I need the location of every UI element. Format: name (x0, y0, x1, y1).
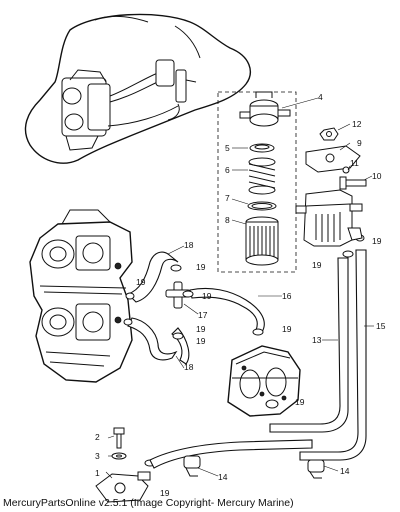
washer-3 (111, 452, 127, 460)
callout-19-j: 19 (372, 236, 382, 246)
callout-16: 16 (282, 291, 292, 301)
fuel-pump (227, 345, 301, 417)
assembled-fuel-filter (295, 127, 367, 247)
callout-1: 1 (95, 468, 100, 478)
callout-19-g: 19 (295, 397, 305, 407)
powerhead (29, 209, 133, 383)
p-clamps-14 (183, 455, 325, 479)
callout-9: 9 (357, 138, 362, 148)
callout-12: 12 (352, 119, 362, 129)
callout-17: 17 (198, 310, 208, 320)
callout-19-d: 19 (196, 324, 206, 334)
engine-overview-inset (24, 13, 251, 164)
callout-11: 11 (350, 158, 359, 168)
callout-19-h: 19 (160, 488, 170, 498)
callout-5: 5 (225, 143, 230, 153)
callout-19-c: 19 (202, 291, 212, 301)
callout-19-b: 19 (136, 277, 146, 287)
hose-clamps (123, 234, 365, 467)
hose-13 (269, 257, 349, 433)
callout-18-upper: 18 (184, 240, 194, 250)
screw-2 (113, 427, 125, 449)
callout-19-a: 19 (196, 262, 206, 272)
copyright-footer: MercuryPartsOnline v2.5.1 (Image Copyrig… (3, 497, 294, 509)
hose-15 (299, 249, 367, 461)
callout-3: 3 (95, 451, 100, 461)
callout-2: 2 (95, 432, 100, 442)
callout-6: 6 (225, 165, 230, 175)
callout-14-right: 14 (340, 466, 350, 476)
fuel-inlet-hose (149, 439, 313, 469)
callout-8: 8 (225, 215, 230, 225)
callout-19-i: 19 (312, 260, 322, 270)
hose-18-lower (127, 317, 178, 361)
callout-19-e: 19 (196, 336, 206, 346)
callout-labels: 1 2 3 4 5 6 7 8 9 10 11 12 13 14 14 15 1… (95, 92, 386, 498)
inlet-fitting-1 (95, 471, 151, 503)
callout-15: 15 (376, 321, 386, 331)
hose-18-upper (126, 251, 179, 303)
callout-19-f: 19 (282, 324, 292, 334)
leader-lines (105, 97, 374, 479)
callout-10: 10 (372, 171, 382, 181)
callout-13: 13 (312, 335, 322, 345)
callout-7: 7 (225, 193, 230, 203)
callout-18-lower: 18 (184, 362, 194, 372)
callout-4: 4 (318, 92, 323, 102)
filter-assembly-4 (217, 91, 297, 273)
callout-14-left: 14 (218, 472, 228, 482)
